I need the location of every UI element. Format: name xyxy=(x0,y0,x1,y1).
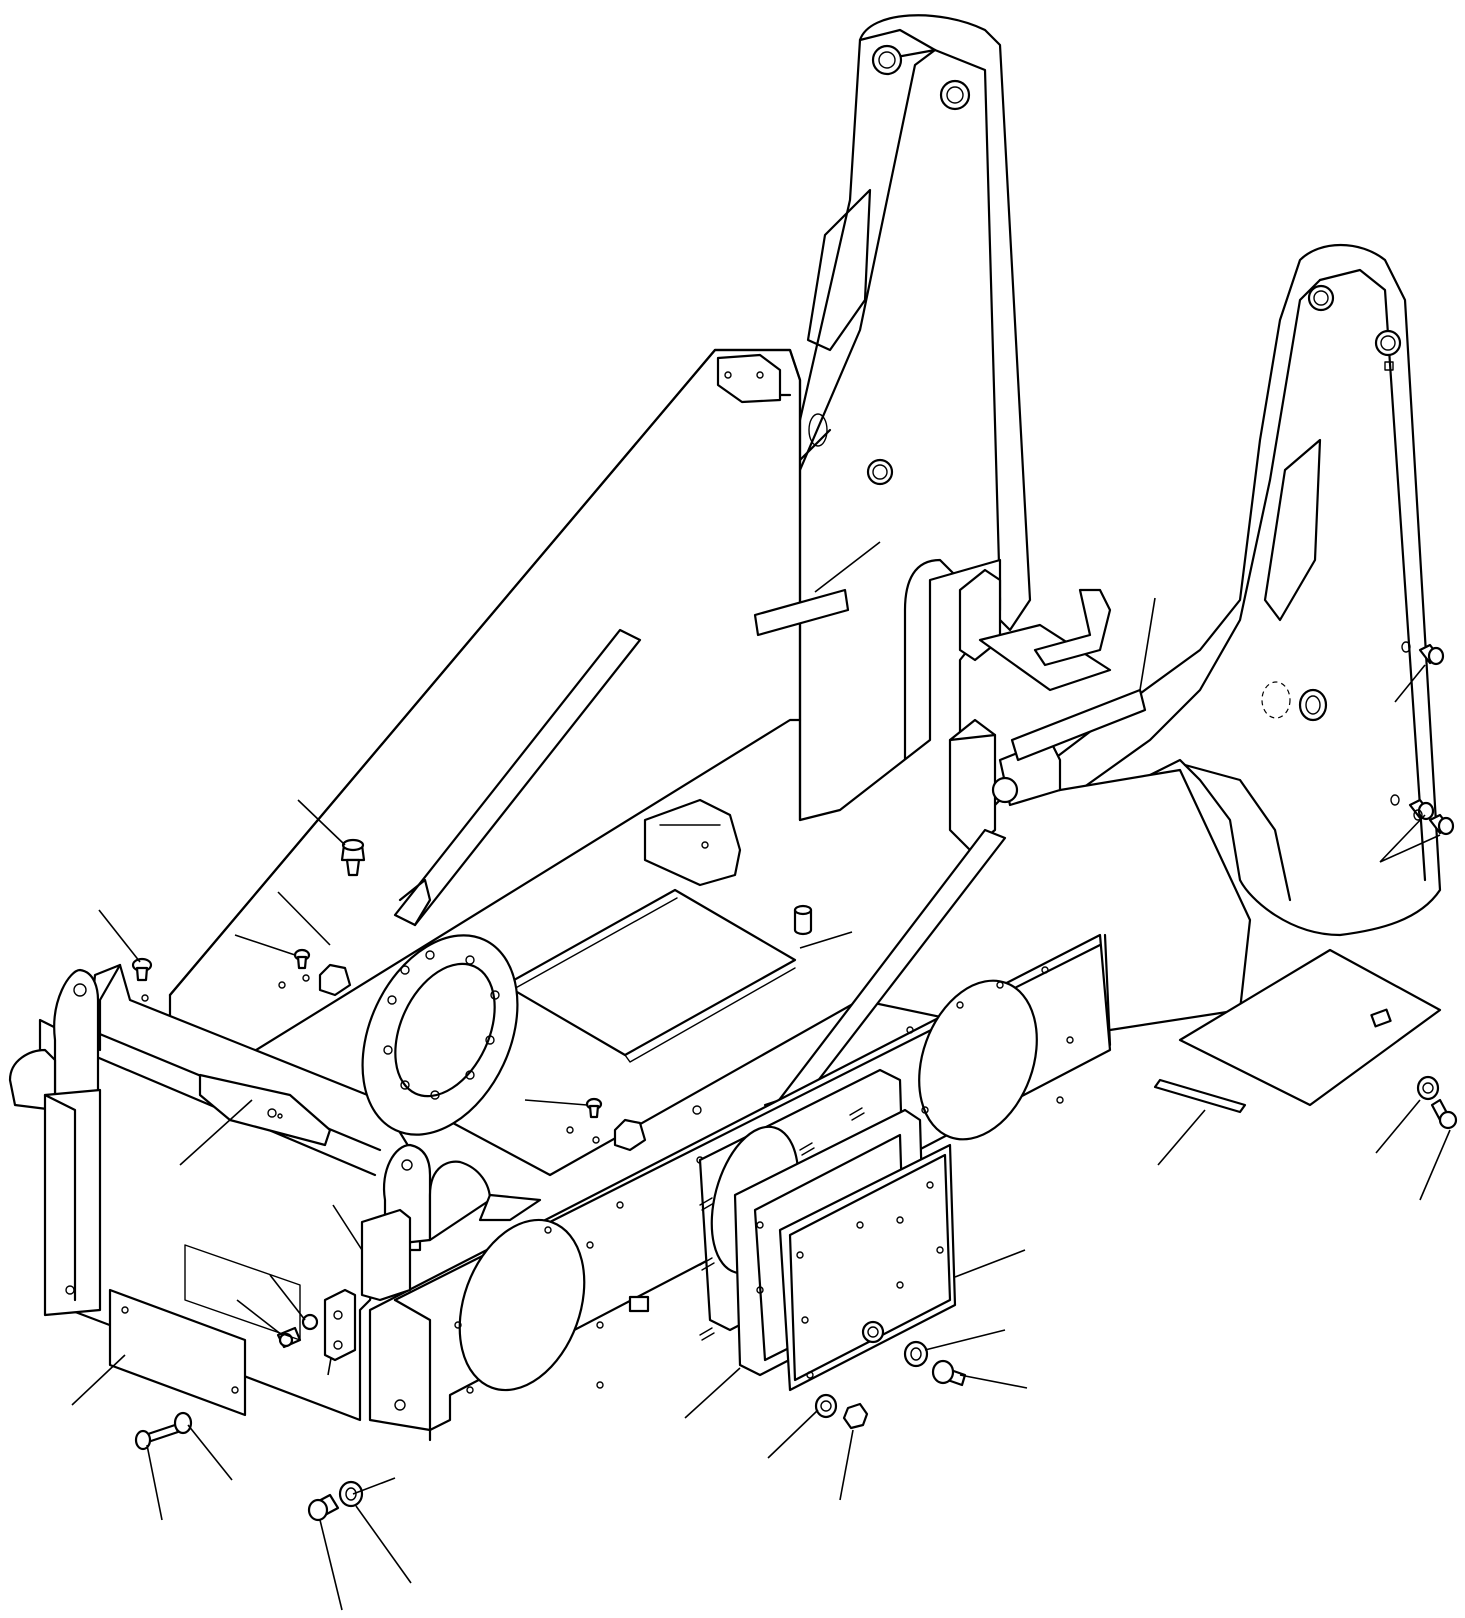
leader-22 xyxy=(959,1374,1028,1389)
flange-bolt-holes xyxy=(383,950,500,1100)
leader-7 xyxy=(332,1204,363,1251)
right-boom-hole-lower xyxy=(1374,329,1402,357)
plug-top-left xyxy=(131,957,153,982)
cover-plate xyxy=(778,1143,957,1392)
stud-washer xyxy=(814,1393,838,1419)
right-boom-tower xyxy=(998,244,1442,937)
leader-15 xyxy=(319,1519,343,1611)
leader-23 xyxy=(814,541,881,593)
left-front-face xyxy=(43,1088,102,1317)
skid-bolt xyxy=(1430,1098,1458,1130)
plug-top-center xyxy=(340,838,366,877)
leader-27 xyxy=(1375,1099,1421,1154)
rail-large-hole-front xyxy=(458,1218,586,1392)
bottom-washer xyxy=(338,1480,364,1508)
left-strut xyxy=(393,628,642,927)
leader-3 xyxy=(277,891,331,946)
rail-square-boss xyxy=(628,1295,650,1313)
cover-center-boss xyxy=(861,1320,885,1344)
leader-13 xyxy=(146,1444,163,1521)
hinge-block-left xyxy=(323,1288,357,1362)
leader-5 xyxy=(179,1099,253,1166)
left-hinge-ear xyxy=(53,968,100,1102)
hardware xyxy=(108,641,1458,1522)
skid-plate-strip xyxy=(1153,1078,1247,1114)
leader-4 xyxy=(234,934,296,956)
front-washer xyxy=(173,1411,193,1435)
leader-10 xyxy=(71,1354,126,1406)
top-bracket-left xyxy=(318,963,352,997)
front-bolt xyxy=(134,1423,180,1451)
inspection-cover-assembly xyxy=(698,1068,957,1392)
boom-pivot-hole-upper xyxy=(871,44,903,76)
leader-21 xyxy=(924,1329,1006,1351)
leader-16 xyxy=(352,1477,396,1495)
link-pin-hole xyxy=(866,458,894,486)
floor-access-plate xyxy=(503,888,797,1063)
plug-rail xyxy=(585,1097,603,1119)
leader-1 xyxy=(297,799,346,846)
plug-top-mid xyxy=(293,948,311,970)
swing-bearing-flange xyxy=(361,934,519,1136)
leader-11 xyxy=(327,1357,332,1376)
leader-19 xyxy=(839,1429,854,1501)
boom-pivot-hole-lower xyxy=(939,79,971,111)
tower-grease-fittings xyxy=(1390,641,1455,836)
leader-8 xyxy=(269,1274,306,1321)
rail-bolt-holes xyxy=(394,966,1074,1411)
cover-washer xyxy=(903,1340,929,1368)
rail-large-hole-rear xyxy=(918,979,1038,1141)
leader-18 xyxy=(767,1409,819,1459)
cover-bolt-holes xyxy=(756,1181,944,1379)
front-cover-plate xyxy=(108,1288,247,1417)
leader-14 xyxy=(355,1505,412,1584)
leader-9 xyxy=(236,1299,283,1336)
cover-bolt xyxy=(931,1359,967,1387)
skid-washer xyxy=(1416,1075,1440,1101)
cover-studs xyxy=(699,1107,865,1341)
top-bars xyxy=(753,588,1147,762)
leader-29 xyxy=(1394,664,1426,703)
leader-12 xyxy=(187,1424,233,1481)
leader-25 xyxy=(799,931,853,949)
bottom-bolt xyxy=(307,1493,340,1522)
hinge-block-right xyxy=(360,1208,412,1302)
leader-26 xyxy=(1157,1109,1206,1166)
rear-skid-plate xyxy=(1153,948,1442,1114)
leader-6 xyxy=(524,1099,588,1106)
leader-24 xyxy=(1139,597,1156,691)
stud-nut xyxy=(842,1402,869,1430)
leader-17 xyxy=(684,1367,741,1419)
right-side-pin-hole xyxy=(1298,688,1328,722)
top-bracket-rail xyxy=(613,1118,647,1152)
leader-20 xyxy=(954,1249,1026,1278)
right-boom-hole-upper xyxy=(1307,284,1335,312)
leader-30 xyxy=(1379,814,1441,863)
leader-28 xyxy=(1419,1129,1451,1201)
leader-2 xyxy=(98,909,141,963)
callout-leaders xyxy=(71,541,1451,1611)
